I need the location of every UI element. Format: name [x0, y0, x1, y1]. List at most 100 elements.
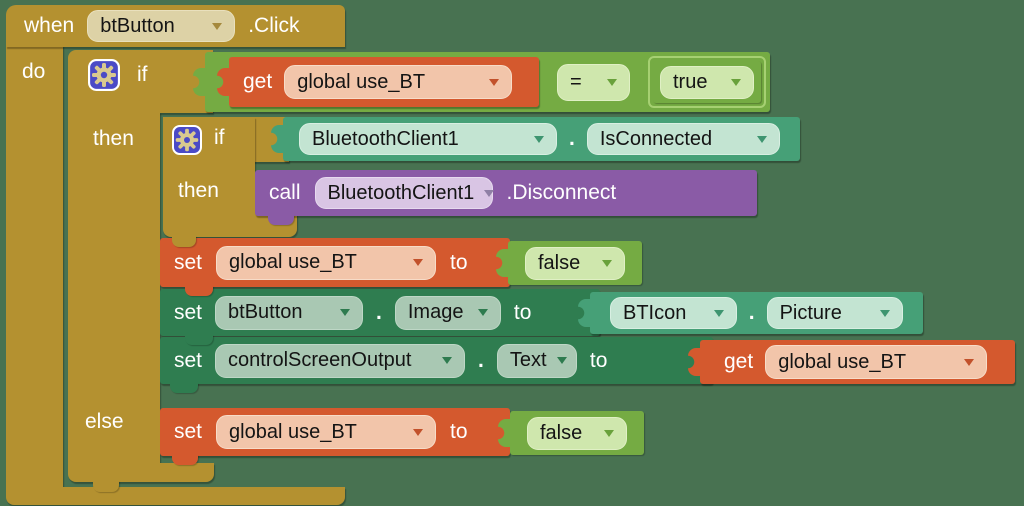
- call-disconnect-block[interactable]: call BluetoothClient1 .Disconnect: [255, 170, 757, 216]
- inner-if-bottom-tab: [172, 236, 196, 247]
- component-dropdown[interactable]: BluetoothClient1: [314, 177, 495, 209]
- set-block-bottom-tab: [185, 286, 213, 296]
- dropdown-arrow-icon: [607, 78, 617, 86]
- dot-separator: .: [569, 127, 575, 150]
- to-keyword: to: [589, 348, 608, 372]
- false-logic-block[interactable]: false: [496, 241, 642, 285]
- variable-dropdown[interactable]: global use_BT: [284, 65, 513, 99]
- left-plug: [498, 419, 512, 447]
- dropdown-arrow-icon: [602, 259, 612, 267]
- dropdown-arrow-icon: [534, 135, 544, 143]
- outer-if-footer[interactable]: [68, 463, 214, 482]
- dropdown-arrow-icon: [880, 309, 890, 317]
- set-keyword: set: [174, 348, 203, 372]
- dropdown-arrow-icon: [713, 309, 724, 317]
- call-keyword: call: [269, 181, 301, 204]
- component-dropdown[interactable]: controlScreenOutput: [215, 343, 466, 378]
- dropdown-value: false: [538, 251, 581, 274]
- get-global-use-bt-block[interactable]: get global use_BT: [217, 57, 539, 107]
- component-dropdown[interactable]: BTIcon: [610, 297, 737, 329]
- left-plug: [578, 299, 592, 327]
- dot-separator: .: [376, 300, 382, 324]
- set-keyword: set: [174, 300, 203, 324]
- dropdown-value: global use_BT: [229, 420, 357, 443]
- outer-if-label: if: [137, 63, 148, 86]
- dropdown-value: BTIcon: [623, 301, 687, 324]
- set-keyword: set: [174, 420, 203, 443]
- inner-then-label: then: [178, 179, 219, 202]
- variable-dropdown[interactable]: global use_BT: [765, 345, 988, 379]
- method-name: .Disconnect: [506, 181, 617, 204]
- dropdown-value: controlScreenOutput: [228, 349, 412, 371]
- dropdown-arrow-icon: [212, 22, 223, 30]
- left-plug: [271, 125, 285, 153]
- dot-separator: .: [478, 348, 484, 372]
- isconnected-getter-block[interactable]: BluetoothClient1 . IsConnected: [271, 117, 800, 161]
- dropdown-arrow-icon: [442, 357, 453, 364]
- set-block-bottom-tab: [170, 383, 198, 393]
- boolean-dropdown[interactable]: true: [660, 65, 754, 99]
- to-keyword: to: [513, 300, 532, 324]
- dropdown-value: true: [673, 70, 708, 93]
- to-keyword: to: [450, 250, 468, 274]
- property-dropdown[interactable]: Text: [496, 343, 577, 378]
- mutator-gear-icon[interactable]: [172, 125, 202, 155]
- variable-dropdown[interactable]: global use_BT: [216, 415, 437, 449]
- outer-else-label: else: [85, 410, 124, 433]
- get-keyword: get: [724, 350, 754, 373]
- dropdown-value: IsConnected: [599, 127, 713, 150]
- do-label: do: [22, 60, 46, 83]
- variable-dropdown[interactable]: global use_BT: [216, 245, 437, 280]
- mutator-gear-icon[interactable]: [88, 59, 120, 91]
- false-logic-block[interactable]: false: [498, 411, 644, 455]
- component-dropdown[interactable]: BluetoothClient1: [299, 123, 557, 155]
- equals-comparison-block[interactable]: get global use_BT = true: [193, 52, 770, 112]
- get-keyword: get: [243, 70, 273, 93]
- true-logic-block[interactable]: true: [653, 61, 761, 103]
- outer-if-bottom-tab: [93, 481, 119, 492]
- component-dropdown[interactable]: btButton: [215, 295, 364, 330]
- dropdown-arrow-icon: [964, 358, 975, 366]
- dropdown-value: =: [570, 70, 582, 93]
- dropdown-arrow-icon: [477, 309, 488, 316]
- when-block-left-spine[interactable]: [6, 45, 63, 489]
- set-text-block[interactable]: set controlScreenOutput . Text to: [160, 337, 713, 384]
- property-dropdown[interactable]: Picture: [766, 297, 903, 329]
- dropdown-value: btButton: [228, 301, 303, 323]
- component-dropdown-btbutton[interactable]: btButton: [87, 10, 236, 42]
- dropdown-value: BluetoothClient1: [327, 181, 475, 204]
- left-plug: [217, 68, 231, 96]
- set-block-bottom-tab: [185, 335, 213, 345]
- bticon-picture-getter-block[interactable]: BTIcon . Picture: [578, 292, 923, 334]
- boolean-dropdown[interactable]: false: [525, 246, 625, 280]
- dropdown-value: global use_BT: [229, 251, 357, 273]
- set-keyword: set: [174, 250, 203, 274]
- dropdown-value: Text: [509, 349, 547, 371]
- operator-dropdown[interactable]: =: [557, 63, 630, 101]
- dropdown-arrow-icon: [756, 135, 767, 143]
- property-dropdown[interactable]: IsConnected: [586, 123, 780, 155]
- set-use-bt-block-then[interactable]: set global use_BT to: [160, 238, 510, 287]
- outer-if-left-spine[interactable]: [68, 112, 160, 464]
- left-plug: [496, 249, 510, 277]
- dropdown-value: global use_BT: [297, 70, 426, 93]
- dropdown-value: Picture: [779, 301, 842, 324]
- dropdown-arrow-icon: [340, 309, 351, 316]
- outer-then-label: then: [93, 127, 134, 150]
- dropdown-arrow-icon: [484, 189, 495, 197]
- when-block-footer[interactable]: [6, 487, 345, 505]
- set-use-bt-block-else[interactable]: set global use_BT to: [160, 408, 510, 456]
- boolean-dropdown[interactable]: false: [527, 416, 627, 450]
- left-plug: [193, 68, 207, 96]
- set-image-block[interactable]: set btButton . Image to: [160, 289, 600, 336]
- dropdown-arrow-icon: [413, 428, 424, 436]
- dropdown-arrow-icon: [489, 78, 500, 86]
- event-name: .Click: [248, 14, 300, 37]
- set-block-bottom-tab: [172, 455, 198, 465]
- dropdown-value: btButton: [100, 14, 175, 37]
- when-block-header[interactable]: when btButton .Click: [6, 5, 345, 47]
- get-global-use-bt-block[interactable]: get global use_BT: [688, 340, 1015, 384]
- dropdown-arrow-icon: [556, 357, 567, 364]
- property-dropdown[interactable]: Image: [394, 295, 501, 330]
